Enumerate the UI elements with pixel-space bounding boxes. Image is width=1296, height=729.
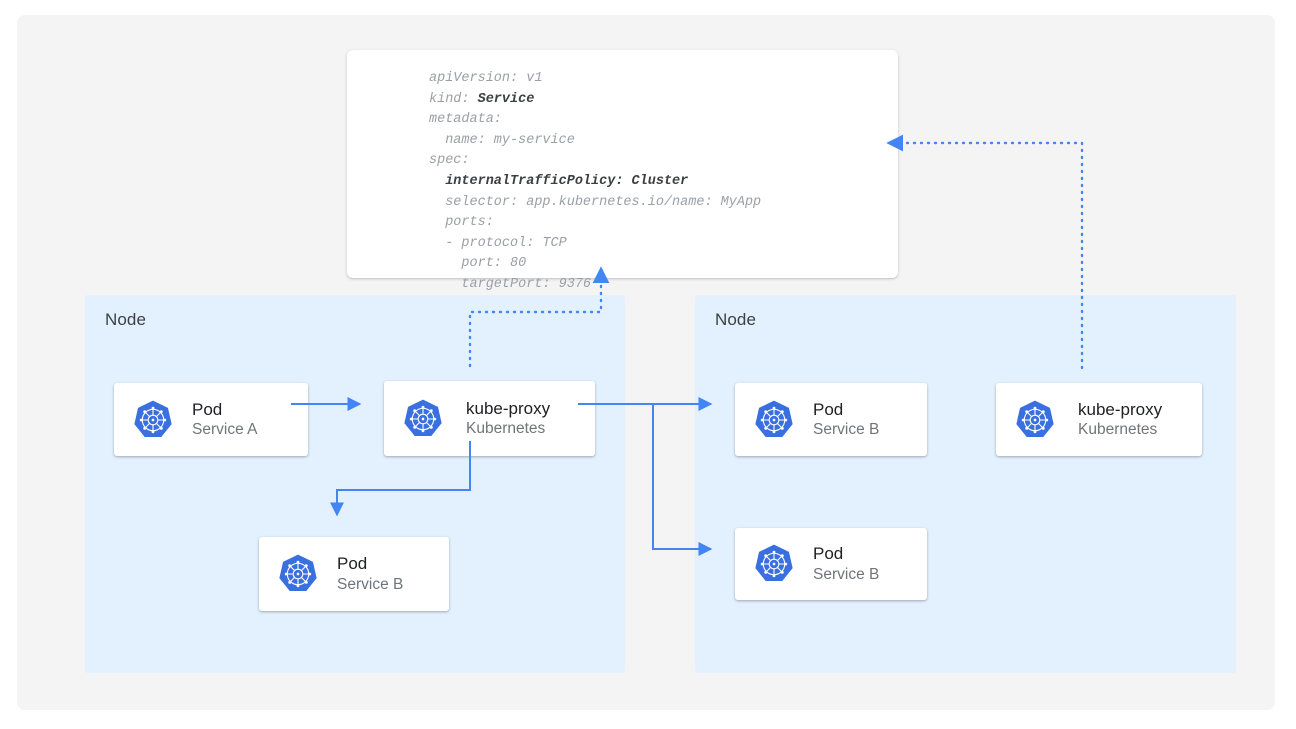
pod-card-text: Pod Service B [813,543,879,585]
entity-subtitle: Service B [813,421,880,439]
yaml-line-selector: selector: app.kubernetes.io/name: MyApp [429,194,762,210]
kubernetes-logo-icon [753,399,795,441]
node-label-left: Node [105,310,147,329]
pod-card-text: Pod Service A [192,399,257,441]
pod-card-service-b-remote-1[interactable]: Pod Service B [735,383,927,456]
yaml-line-kind: kind: [429,91,478,107]
entity-title: Pod [813,399,844,419]
node-group-right: Node [695,295,1236,673]
yaml-line-spec: spec: [429,153,470,169]
kubernetes-logo-icon [753,543,795,585]
pod-card-service-a[interactable]: Pod Service A [114,383,308,456]
yaml-line-apiversion: apiVersion: v1 [429,71,543,86]
pod-card-service-b-local[interactable]: Pod Service B [259,537,449,611]
yaml-line-targetport: targetPort: 9376 [429,276,592,292]
service-spec-card: apiVersion: v1 kind: Service metadata: n… [347,50,898,292]
kube-proxy-card-left[interactable]: kube-proxy Kubernetes [384,381,595,456]
yaml-kind-value: Service [477,91,535,107]
kube-proxy-card-text: kube-proxy Kubernetes [1078,399,1162,441]
entity-title: Pod [192,399,223,419]
entity-title: Pod [813,544,844,564]
yaml-line-internaltrafficpolicy: internalTrafficPolicy: Cluster [429,173,689,189]
service-spec-code: apiVersion: v1 kind: Service metadata: n… [429,69,761,296]
entity-subtitle: Service A [192,421,258,439]
entity-title: Pod [337,554,368,574]
pod-card-text: Pod Service B [337,553,403,595]
entity-subtitle: Kubernetes [466,420,546,438]
entity-subtitle: Kubernetes [1078,421,1158,439]
yaml-line-port: port: 80 [429,256,527,272]
entity-title: kube-proxy [1078,399,1163,419]
pod-card-service-b-remote-2[interactable]: Pod Service B [735,528,927,600]
kube-proxy-card-right[interactable]: kube-proxy Kubernetes [996,383,1202,456]
entity-subtitle: Service B [337,575,404,593]
node-label-right: Node [715,310,757,329]
yaml-line-name: name: my-service [429,132,575,148]
kubernetes-logo-icon [402,398,444,440]
yaml-line-metadata: metadata: [429,112,502,128]
node-group-left: Node [85,295,625,673]
yaml-line-protocol: - protocol: TCP [429,235,567,251]
entity-subtitle: Service B [813,565,880,583]
diagram-canvas: Node Node apiVersion: v1 kind: Service m… [17,15,1275,710]
kubernetes-logo-icon [277,553,319,595]
yaml-line-ports: ports: [429,215,494,231]
kubernetes-logo-icon [1014,399,1056,441]
kubernetes-logo-icon [132,399,174,441]
kube-proxy-card-text: kube-proxy Kubernetes [466,398,550,440]
pod-card-text: Pod Service B [813,399,879,441]
entity-title: kube-proxy [466,398,551,418]
